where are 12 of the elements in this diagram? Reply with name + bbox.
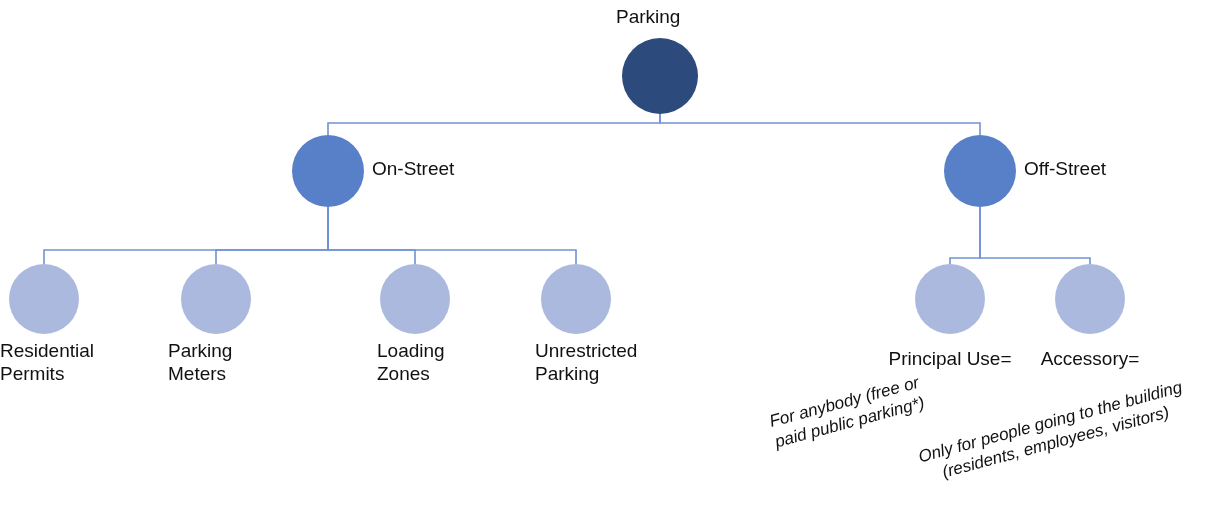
node-label: Loading Zones (377, 340, 446, 386)
node-label: Unrestricted Parking (535, 340, 639, 386)
node-label: Accessory= (1040, 348, 1140, 371)
node-label: Parking (616, 6, 681, 29)
node-label: Off-Street (1024, 158, 1106, 181)
node-label: Parking Meters (168, 340, 234, 386)
connector-line (659, 113, 981, 136)
node-label: Principal Use= (888, 348, 1012, 371)
connector-line (327, 206, 577, 265)
node-label: On-Street (372, 158, 455, 181)
connector-line (979, 206, 1091, 265)
node-label: Residential Permits (0, 340, 95, 386)
